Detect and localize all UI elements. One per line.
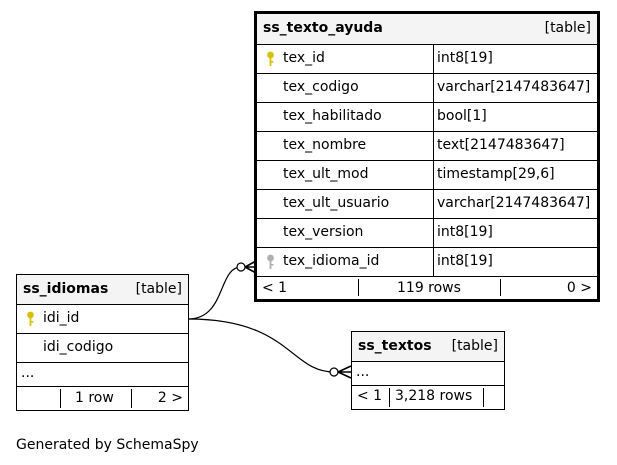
primary-key-icon [267,51,274,66]
table-kind: [table] [135,281,182,297]
column-name: tex_codigo [283,79,359,95]
column-type: timestamp[29,6] [437,166,555,182]
table-ss-texto-ayuda[interactable]: ss_texto_ayuda [table] tex_id int8[19] t… [254,11,600,302]
footer-next[interactable]: 2 > [157,390,183,406]
column-name: tex_habilitado [283,108,382,124]
column-divider [433,44,434,277]
footer-row-count: 1 row [75,390,114,406]
table-name: ss_texto_ayuda [263,20,383,36]
column-row: tex_habilitado bool[1] [257,102,597,131]
column-row: tex_version int8[19] [257,218,597,247]
table-kind: [table] [544,20,591,36]
footer-row-count: 119 rows [397,280,461,296]
column-row: tex_idioma_id int8[19] [257,247,597,276]
column-type: text[2147483647] [437,137,565,153]
column-name: tex_ult_usuario [283,195,390,211]
column-name: tex_nombre [283,137,367,153]
column-name: tex_idioma_id [283,253,380,269]
column-type: int8[19] [437,50,493,66]
column-type: int8[19] [437,224,493,240]
column-row: tex_nombre text[2147483647] [257,131,597,160]
column-row: tex_codigo varchar[2147483647] [257,73,597,102]
link-idiomas-to-textos [187,318,335,373]
table-header: ss_textos [table] [352,332,504,361]
ellipsis-text: ... [21,365,35,381]
column-name: idi_codigo [43,339,114,355]
column-name: tex_ult_mod [283,166,369,182]
column-row: idi_codigo [17,333,188,362]
column-row: tex_id int8[19] [257,44,597,73]
table-footer: < 1 3,218 rows [352,385,504,410]
column-row: tex_ult_mod timestamp[29,6] [257,160,597,189]
foreign-key-icon [267,254,274,269]
table-name: ss_idiomas [23,281,109,297]
column-name: tex_version [283,224,364,240]
primary-key-icon [27,311,34,326]
column-type: varchar[2147483647] [437,79,591,95]
link-idiomas-to-texto-ayuda [187,266,242,320]
column-type: int8[19] [437,253,493,269]
table-footer: < 1 119 rows 0 > [257,276,597,299]
table-footer: 1 row 2 > [17,386,188,411]
column-name: idi_id [43,310,80,326]
ellipsis-text: ... [356,364,370,380]
column-name: tex_id [283,50,325,66]
table-header: ss_texto_ayuda [table] [257,14,597,44]
table-kind: [table] [451,338,498,354]
link-crowfoot [337,365,352,379]
footer-next[interactable]: 0 > [566,280,592,296]
column-row: idi_id [17,304,188,333]
table-ss-textos[interactable]: ss_textos [table] ... < 1 3,218 rows [351,331,505,410]
table-ss-idiomas[interactable]: ss_idiomas [table] idi_id idi_codigo ...… [16,274,189,411]
more-columns-ellipsis: ... [17,362,188,386]
column-type: bool[1] [437,108,487,124]
footer-row-count: 3,218 rows [395,388,473,404]
table-header: ss_idiomas [table] [17,275,188,304]
link-optional-marker [329,367,339,377]
column-type: varchar[2147483647] [437,195,591,211]
footer-prev[interactable]: < 1 [357,388,383,404]
link-optional-marker [236,262,246,272]
footer-prev[interactable]: < 1 [262,280,288,296]
generator-caption: Generated by SchemaSpy [16,437,199,453]
more-columns-ellipsis: ... [352,361,504,385]
column-row: tex_ult_usuario varchar[2147483647] [257,189,597,218]
table-name: ss_textos [358,338,432,354]
